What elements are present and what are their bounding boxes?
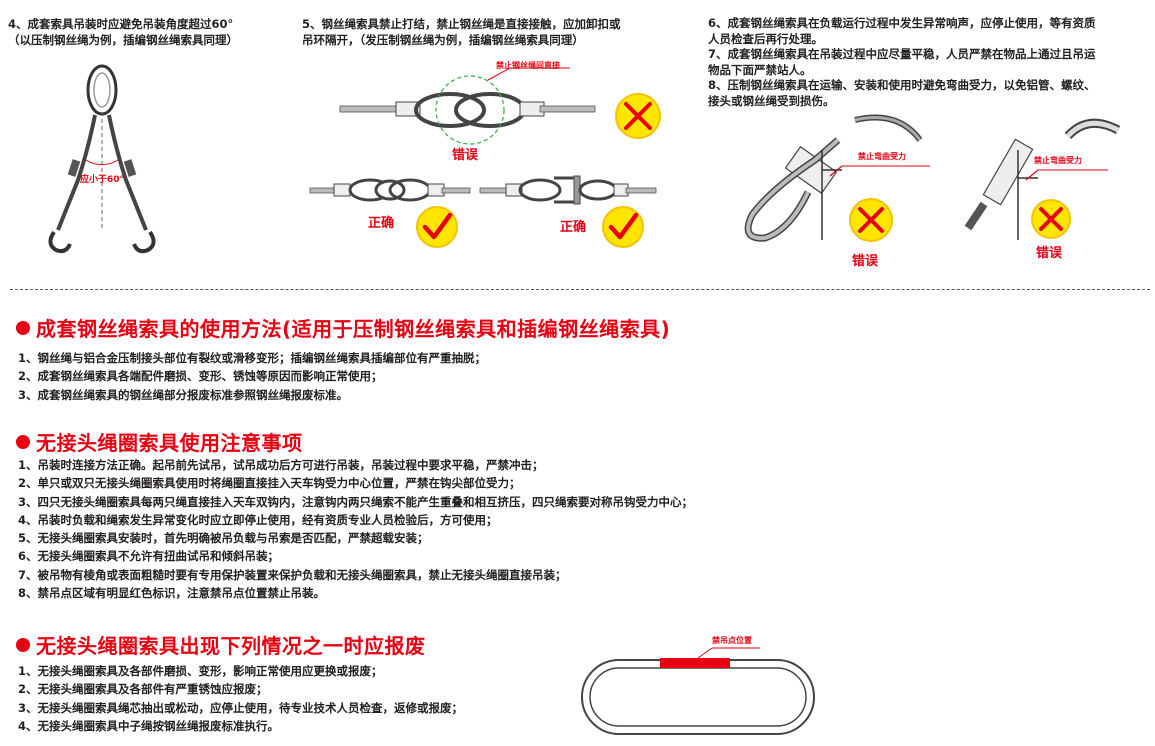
bent-rope-eye-illustration	[744, 114, 930, 242]
bullet-dot-icon	[16, 638, 30, 652]
note-7-line-2: 物品下面严禁站人。	[708, 62, 812, 77]
angle-label: 应小于60°	[80, 175, 125, 185]
note-6-line-2: 人员检查后再行处理。	[708, 31, 823, 46]
list-item: 6、无接头绳圈索具不允许有扭曲试吊和倾斜吊装；	[18, 549, 279, 564]
section-3-title: 无接头绳圈索具出现下列情况之一时应报废	[16, 630, 426, 659]
note-7-line-1: 7、成套钢丝绳索具在吊装过程中应尽量平稳，人员严禁在物品上通过且吊运	[708, 47, 1096, 61]
list-item: 1、钢丝绳与铝合金压制接头部位有裂纹或滑移变形；插编钢丝绳索具插编部位有严重抽脱…	[18, 351, 486, 365]
bend-label-2: 禁止弯曲受力	[1034, 156, 1082, 165]
list-item: 8、禁吊点区域有明显红色标识，注意禁吊点位置禁止吊装。	[18, 586, 325, 601]
note-5: 5、钢丝绳索具禁止打结，禁止钢丝绳是直接接触，应加卸扣或 吊环隔开，（发压制钢丝…	[302, 16, 621, 48]
dashed-divider	[10, 289, 1150, 290]
note-8-line-1: 8、压制钢丝绳索具在运输、安装和使用时避免弯曲受力，以免铝管、螺纹、	[708, 78, 1096, 92]
list-item: 3、无接头绳圈索具绳芯抽出或松动，应停止使用，待专业技术人员检查，返修或报废；	[18, 700, 463, 715]
list-item: 3、四只无接头绳圈索具每两只绳直接挂入天车双钩内，注意钩内两只绳索不能产生重叠和…	[18, 494, 693, 509]
correct-mark-2	[602, 206, 644, 248]
note-4: 4、成套索具吊装时应避免吊装角度超过60° （以压制钢丝绳为例，插编钢丝绳索具同…	[8, 16, 238, 48]
note-5-line-2: 吊环隔开，（发压制钢丝绳为例，插编钢丝绳索具同理）	[302, 33, 584, 47]
list-item: 2、单只或双只无接头绳圈索具使用时将绳圈直接挂入天车钩受力中心位置，严禁在钩尖部…	[18, 476, 521, 491]
list-item: 5、无接头绳圈索具安装时，首先明确被吊负载与吊索是否匹配，严禁超载安装；	[18, 531, 429, 546]
wrong-mark-ferrule	[1031, 199, 1071, 239]
no-contact-label: 禁止钢丝绳间直接	[496, 61, 560, 70]
section-1-title-text: 成套钢丝绳索具的使用方法(适用于压制钢丝绳索具和插编钢丝绳索具)	[36, 317, 671, 341]
wrong-mark-eye	[849, 198, 893, 242]
bend-label-1: 禁止弯曲受力	[858, 152, 906, 161]
section-3-list: 1、无接头绳圈索具及各部件磨损、变形，影响正常使用应更换或报废； 2、无接头绳圈…	[18, 662, 463, 735]
bullet-dot-icon	[16, 435, 30, 449]
note-4-line-2: （以压制钢丝绳为例，插编钢丝绳索具同理）	[8, 33, 238, 47]
section-2-list: 1、吊装时连接方法正确。起吊前先试吊，试吊成功后方可进行吊装，吊装过程中要求平稳…	[18, 456, 693, 602]
two-leg-sling-illustration	[48, 64, 156, 254]
list-item: 2、成套钢丝绳索具各端配件磨损、变形、锈蚀等原因而影响正常使用；	[18, 369, 383, 384]
list-item: 2、无接头绳圈索具及各部件有严重锈蚀应报废；	[18, 682, 268, 697]
note-6-line-1: 6、成套钢丝绳索具在负载运行过程中发生异常响声，应停止使用，等有资质	[708, 16, 1096, 30]
wrong-label-eye: 错误	[852, 254, 879, 269]
section-1-title: 成套钢丝绳索具的使用方法(适用于压制钢丝绳索具和插编钢丝绳索具)	[16, 313, 670, 342]
shackle-illustration	[479, 175, 657, 205]
endless-loop-illustration	[581, 647, 815, 735]
bullet-dot-icon	[16, 321, 30, 335]
wrong-label-knot: 错误	[452, 148, 479, 163]
note-6-8: 6、成套钢丝绳索具在负载运行过程中发生异常响声，应停止使用，等有资质 人员检查后…	[708, 16, 1096, 109]
correct-label-1: 正确	[368, 216, 395, 231]
shackle-link-illustration	[309, 178, 471, 202]
wrong-label-ferrule: 错误	[1036, 246, 1063, 261]
correct-mark-1	[416, 206, 458, 248]
no-lift-point-label: 禁吊点位置	[712, 636, 752, 645]
list-item: 1、吊装时连接方法正确。起吊前先试吊，试吊成功后方可进行吊装，吊装过程中要求平稳…	[18, 458, 544, 472]
list-item: 3、成套钢丝绳索具的钢丝绳部分报废标准参照钢丝绳报废标准。	[18, 387, 348, 402]
list-item: 4、无接头绳圈索具中子绳按钢丝绳报废标准执行。	[18, 718, 279, 733]
knotted-rope-illustration	[339, 67, 596, 145]
section-1-list: 1、钢丝绳与铝合金压制接头部位有裂纹或滑移变形；插编钢丝绳索具插编部位有严重抽脱…	[18, 349, 486, 404]
section-2-title-text: 无接头绳圈索具使用注意事项	[36, 431, 303, 455]
wrong-mark-knot	[615, 93, 661, 139]
section-3-title-text: 无接头绳圈索具出现下列情况之一时应报废	[36, 634, 426, 658]
list-item: 1、无接头绳圈索具及各部件磨损、变形，影响正常使用应更换或报废；	[18, 664, 383, 678]
list-item: 7、被吊物有棱角或表面粗糙时要有专用保护装置来保护负载和无接头绳圈索具，禁止无接…	[18, 567, 567, 582]
list-item: 4、吊装时负载和绳索发生异常变化时应立即停止使用，经有资质专业人员检验后，方可使…	[18, 512, 498, 527]
note-5-line-1: 5、钢丝绳索具禁止打结，禁止钢丝绳是直接接触，应加卸扣或	[302, 17, 621, 31]
bent-ferrule-illustration	[964, 118, 1121, 240]
note-8-line-2: 接头或钢丝绳受到损伤。	[708, 93, 835, 108]
correct-label-2: 正确	[560, 220, 587, 235]
note-4-line-1: 4、成套索具吊装时应避免吊装角度超过60°	[8, 17, 234, 31]
section-2-title: 无接头绳圈索具使用注意事项	[16, 427, 303, 456]
